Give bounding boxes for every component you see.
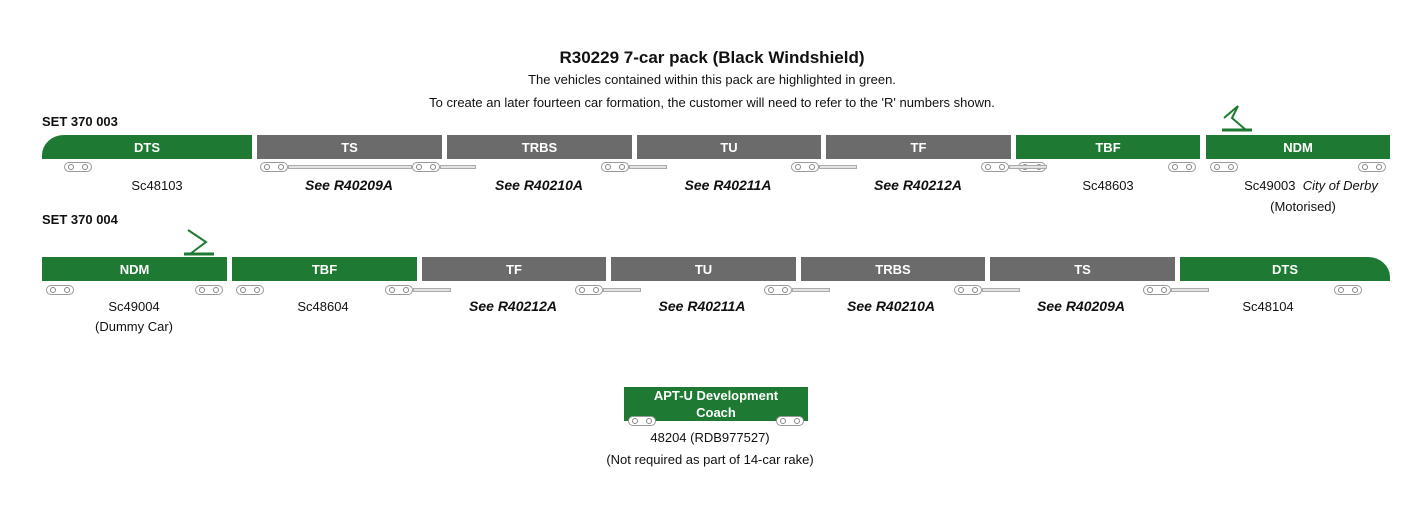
bogie <box>981 162 1009 172</box>
car-nickname: City of Derby <box>1302 178 1378 193</box>
coupler <box>819 165 857 169</box>
car-name-line1: APT-U Development <box>653 388 779 403</box>
car-ref-ndm-set2: Sc49004 <box>108 299 160 314</box>
bogie <box>791 162 819 172</box>
car-ts-set1: TS <box>257 135 442 159</box>
coupler <box>792 288 830 292</box>
bogie <box>64 162 92 172</box>
car-ref-trbs-set2: See R40210A <box>847 298 935 314</box>
subtitle-formation-note: To create an later fourteen car formatio… <box>429 95 995 110</box>
car-ref-tf-set2: See R40212A <box>469 298 557 314</box>
car-tbf-set2: TBF <box>232 257 417 281</box>
car-ref-tu-set1: See R40211A <box>684 177 772 193</box>
coupler <box>982 288 1020 292</box>
car-name: TU <box>694 261 713 277</box>
coupler <box>603 288 641 292</box>
bogie <box>46 285 74 295</box>
car-name: TRBS <box>875 261 911 277</box>
car-number: Sc49003 <box>1244 178 1296 193</box>
car-note-ndm-set1: (Motorised) <box>1270 199 1336 214</box>
bogie <box>628 416 656 426</box>
bogie <box>601 162 629 172</box>
car-ref-trbs-set1: See R40210A <box>495 177 583 193</box>
bogie <box>575 285 603 295</box>
bogie <box>1334 285 1362 295</box>
bogie <box>1210 162 1238 172</box>
car-name: NDM <box>1283 139 1313 155</box>
car-tf-set1: TF <box>826 135 1011 159</box>
car-ref-tbf-set1: Sc48603 <box>1082 178 1134 193</box>
bogie <box>236 285 264 295</box>
car-name: TF <box>506 261 522 277</box>
car-ref-tu-set2: See R40211A <box>658 298 746 314</box>
car-tu-set1: TU <box>637 135 821 159</box>
car-name-line2: Coach <box>696 405 736 420</box>
car-name: TRBS <box>521 139 558 155</box>
car-name: DTS <box>134 139 160 155</box>
coupler <box>288 165 412 169</box>
page-title: R30229 7-car pack (Black Windshield) <box>559 48 865 67</box>
car-trbs-set1: TRBS <box>447 135 632 159</box>
bogie <box>1358 162 1386 172</box>
car-ref-tbf-set2: Sc48604 <box>297 299 349 314</box>
bogie <box>195 285 223 295</box>
car-trbs-set2: TRBS <box>801 257 985 281</box>
car-ts-set2: TS <box>990 257 1175 281</box>
car-ref-ndm-set1: Sc49003 City of Derby <box>1226 178 1396 193</box>
bogie <box>954 285 982 295</box>
car-name: TBF <box>311 261 338 277</box>
car-ref-ts-set1: See R40209A <box>305 177 393 193</box>
car-tf-set2: TF <box>422 257 606 281</box>
coupler <box>440 165 476 169</box>
subtitle-highlight-note: The vehicles contained within this pack … <box>528 72 896 87</box>
car-note-ndm-set2: (Dummy Car) <box>95 319 173 334</box>
pantograph-icon <box>1222 105 1252 132</box>
car-name: TU <box>720 139 738 155</box>
car-apt-u-development-coach: APT-U Development Coach <box>624 387 808 421</box>
bogie <box>385 285 413 295</box>
car-ref-dts-set2: Sc48104 <box>1242 299 1294 314</box>
car-name: TBF <box>1095 139 1121 155</box>
car-ref-dts-set1: Sc48103 <box>131 178 183 193</box>
coupler <box>1009 165 1047 169</box>
coupler <box>1171 288 1209 292</box>
bogie <box>1143 285 1171 295</box>
car-dts-set2: DTS <box>1180 257 1390 281</box>
car-ndm-set2: NDM <box>42 257 227 281</box>
car-name: DTS <box>1272 261 1298 277</box>
set-label-370-003: SET 370 003 <box>42 114 118 129</box>
coupler <box>629 165 667 169</box>
car-dts-set1: DTS <box>42 135 252 159</box>
car-name: TS <box>1074 261 1091 277</box>
dev-coach-note: (Not required as part of 14-car rake) <box>606 452 814 467</box>
bogie <box>764 285 792 295</box>
bogie <box>776 416 804 426</box>
car-ref-ts-set2: See R40209A <box>1037 298 1125 314</box>
car-name: TF <box>910 139 927 155</box>
dev-coach-ref: 48204 (RDB977527) <box>650 430 770 445</box>
car-tbf-set1: TBF <box>1016 135 1200 159</box>
car-name: NDM <box>119 261 150 277</box>
coupler <box>413 288 451 292</box>
bogie <box>412 162 440 172</box>
bogie <box>1168 162 1196 172</box>
car-ndm-set1: NDM <box>1206 135 1390 159</box>
car-ref-tf-set1: See R40212A <box>874 177 962 193</box>
car-tu-set2: TU <box>611 257 796 281</box>
pantograph-icon <box>184 229 214 256</box>
car-name: TS <box>341 139 358 155</box>
bogie <box>260 162 288 172</box>
set-label-370-004: SET 370 004 <box>42 212 118 227</box>
